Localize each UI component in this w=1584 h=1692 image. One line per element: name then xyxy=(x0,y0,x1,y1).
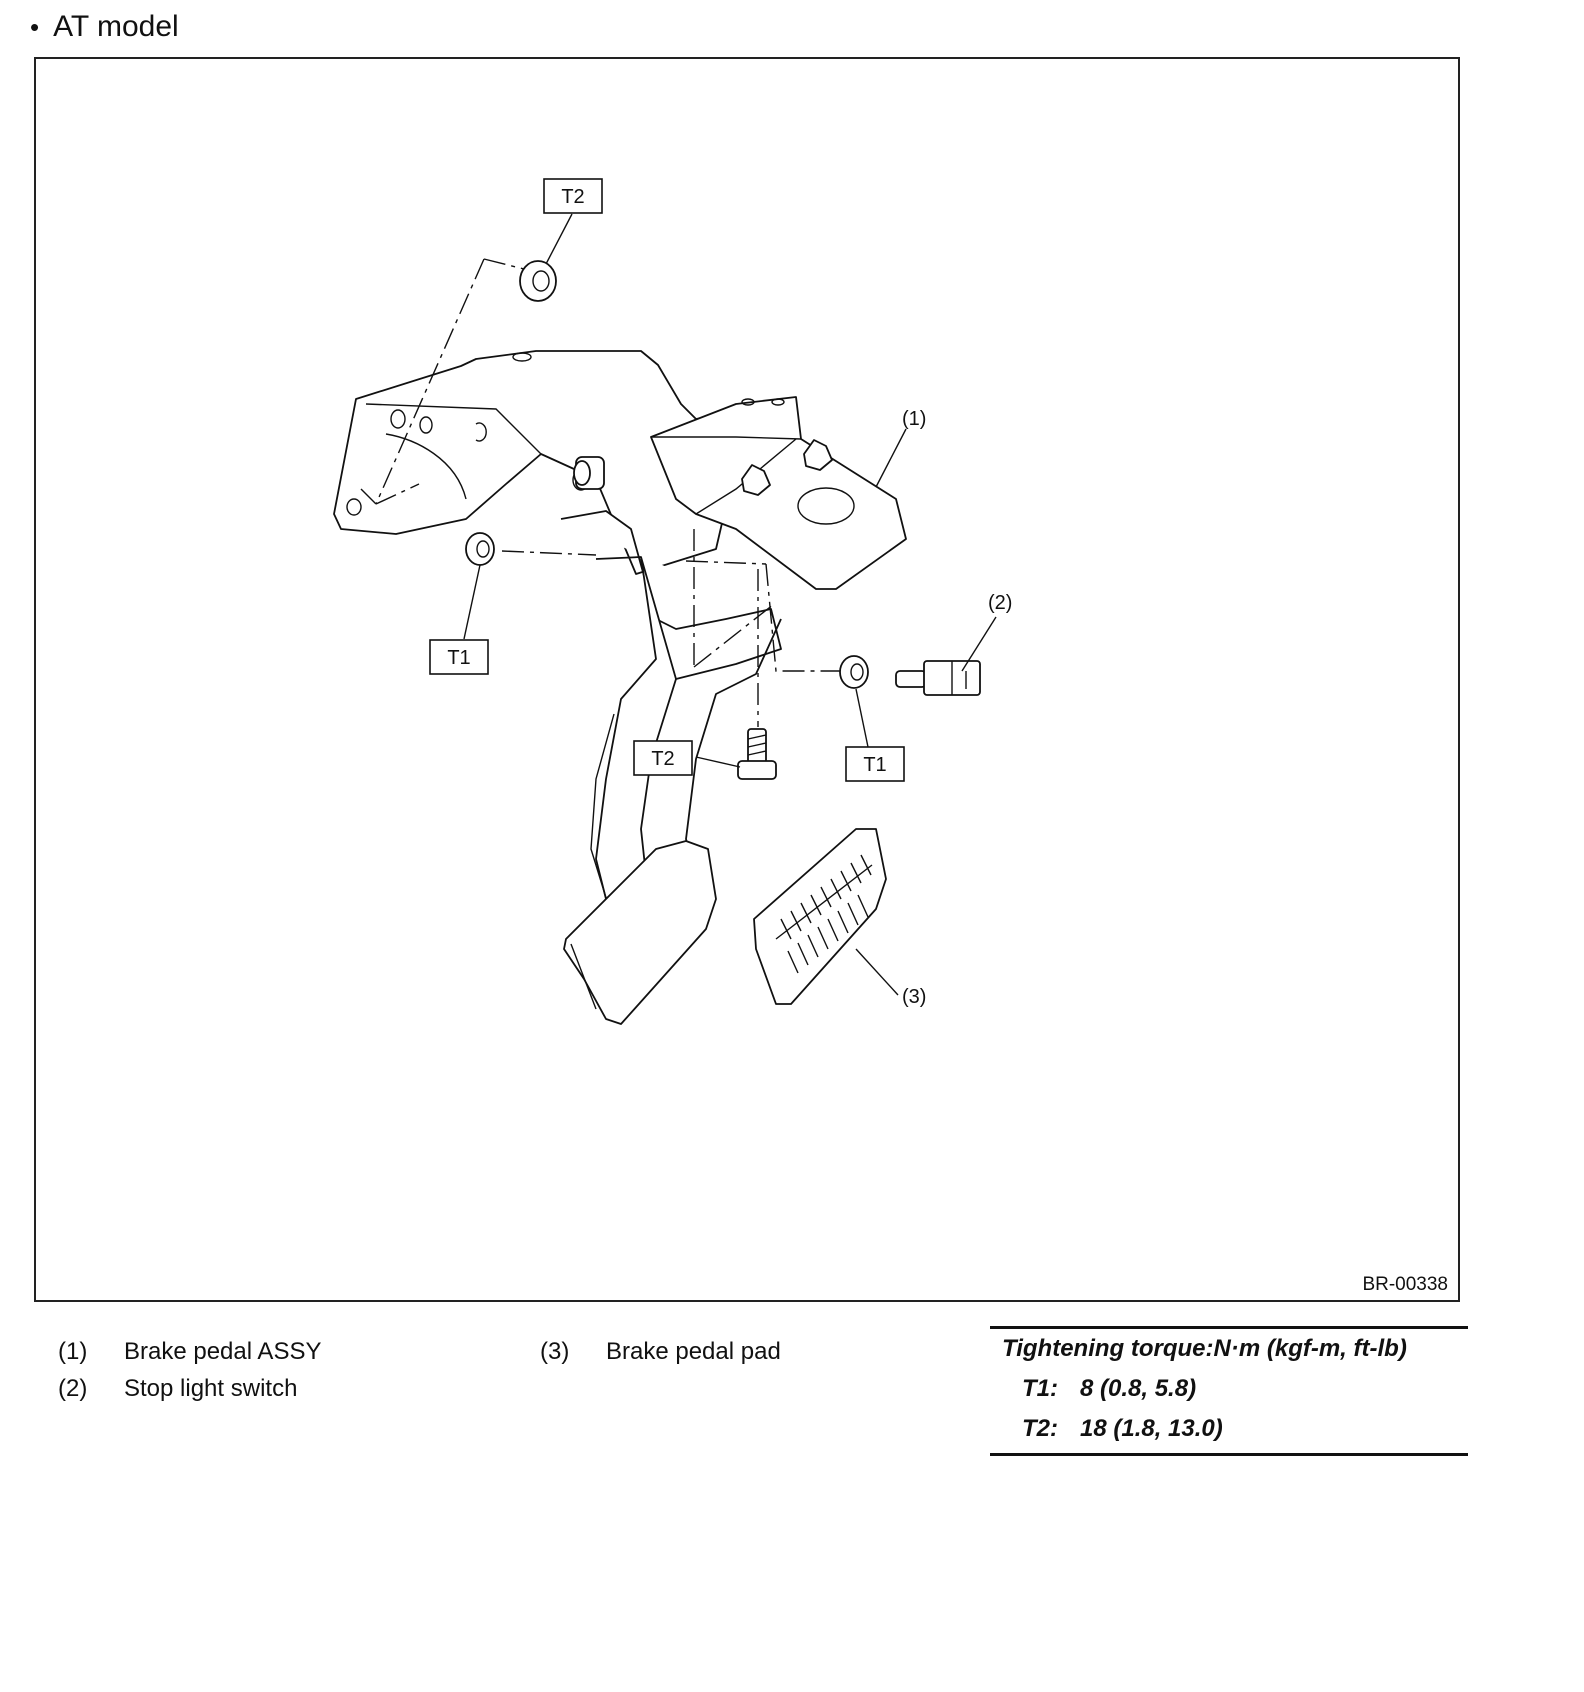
top-nut xyxy=(519,260,557,302)
callout-t1-right: T1 xyxy=(845,746,905,782)
svg-text:T2: T2 xyxy=(651,748,674,770)
legend-item-3: (3) Brake pedal pad xyxy=(540,1338,781,1366)
legend-label: Brake pedal ASSY xyxy=(124,1338,322,1365)
svg-text:T1: T1 xyxy=(447,647,470,669)
torque-value: 18 (1.8, 13.0) xyxy=(1080,1415,1223,1442)
callout-t1-left: T1 xyxy=(429,639,489,675)
callout-3: (3) xyxy=(902,986,926,1008)
svg-text:T1: T1 xyxy=(863,754,886,776)
stop-light-switch xyxy=(895,660,981,696)
pedal-foot xyxy=(563,840,717,1025)
pivot-pin xyxy=(573,456,605,490)
section-heading: • AT model xyxy=(30,10,179,44)
torque-row-t2: T2: 18 (1.8, 13.0) xyxy=(1022,1415,1468,1443)
legend-item-1: (1) Brake pedal ASSY xyxy=(58,1338,321,1366)
pedal-exploded-diagram: T2 T1 T2 T1 (1) (2) (3) xyxy=(333,178,1012,1025)
legend-num: (3) xyxy=(540,1338,570,1365)
legend-num: (2) xyxy=(58,1375,88,1402)
torque-title: Tightening torque:N·m (kgf-m, ft-lb) xyxy=(1002,1335,1407,1362)
callout-t2-top: T2 xyxy=(543,178,603,214)
callout-t2-bolt: T2 xyxy=(633,740,693,776)
torque-key: T2: xyxy=(1022,1415,1058,1442)
torque-key: T1: xyxy=(1022,1375,1058,1402)
switch-bracket xyxy=(650,396,907,590)
heading-text: AT model xyxy=(53,10,179,43)
callout-2: (2) xyxy=(988,592,1012,614)
right-nut xyxy=(839,655,869,689)
bullet: • xyxy=(30,11,40,42)
diagram-frame: T2 T1 T2 T1 (1) (2) (3) BR-00338 xyxy=(34,57,1460,1302)
svg-text:T2: T2 xyxy=(561,186,584,208)
torque-top-rule xyxy=(990,1326,1468,1329)
torque-row-t1: T1: 8 (0.8, 5.8) xyxy=(1022,1375,1468,1403)
brake-pedal-pad xyxy=(753,828,887,1005)
legend-label: Stop light switch xyxy=(124,1375,298,1402)
torque-bottom-rule xyxy=(990,1453,1468,1456)
legend-label: Brake pedal pad xyxy=(606,1338,781,1365)
legend-item-2: (2) Stop light switch xyxy=(58,1375,297,1403)
figure-id: BR-00338 xyxy=(1362,1274,1448,1295)
left-nut xyxy=(465,532,495,566)
legend-num: (1) xyxy=(58,1338,88,1365)
bolt xyxy=(737,728,777,780)
callout-1: (1) xyxy=(902,408,926,430)
torque-table: Tightening torque:N·m (kgf-m, ft-lb) T1:… xyxy=(990,1326,1468,1456)
torque-value: 8 (0.8, 5.8) xyxy=(1080,1375,1197,1402)
